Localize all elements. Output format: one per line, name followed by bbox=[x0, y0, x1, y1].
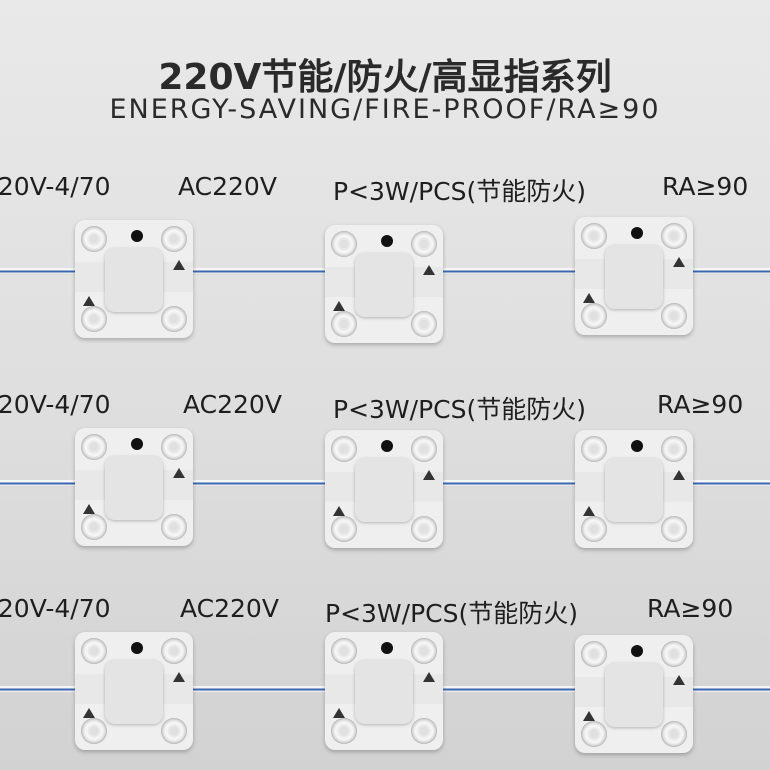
screw-hole-icon bbox=[381, 235, 393, 247]
led-lens-icon bbox=[411, 718, 437, 744]
led-module bbox=[575, 430, 693, 548]
led-lens-icon bbox=[411, 436, 437, 462]
led-lens-icon bbox=[331, 231, 357, 257]
led-lens-icon bbox=[331, 718, 357, 744]
led-lens-icon bbox=[661, 223, 687, 249]
led-lens-icon bbox=[661, 641, 687, 667]
spec-label: RA≥90 bbox=[647, 594, 734, 623]
screw-hole-icon bbox=[631, 645, 643, 657]
led-lens-icon bbox=[331, 436, 357, 462]
warning-triangle-icon bbox=[333, 301, 345, 311]
spec-label: P<3W/PCS(节能防火) bbox=[325, 599, 578, 628]
led-lens-icon bbox=[411, 231, 437, 257]
spec-label: P<3W/PCS(节能防火) bbox=[333, 177, 586, 206]
led-lens-icon bbox=[661, 303, 687, 329]
screw-hole-icon bbox=[131, 230, 143, 242]
screw-hole-icon bbox=[631, 440, 643, 452]
led-module bbox=[75, 632, 193, 750]
spec-label: 220V-4/70 bbox=[0, 594, 111, 623]
led-module bbox=[325, 632, 443, 750]
led-lens-icon bbox=[581, 223, 607, 249]
warning-triangle-icon bbox=[673, 675, 685, 685]
led-lens-icon bbox=[411, 638, 437, 664]
warning-triangle-icon bbox=[83, 504, 95, 514]
led-lens-icon bbox=[581, 516, 607, 542]
screw-hole-icon bbox=[631, 227, 643, 239]
led-lens-icon bbox=[581, 303, 607, 329]
module-cover bbox=[355, 458, 413, 522]
led-lens-icon bbox=[81, 434, 107, 460]
module-cover bbox=[355, 660, 413, 724]
module-cover bbox=[605, 458, 663, 522]
led-lens-icon bbox=[81, 638, 107, 664]
led-lens-icon bbox=[411, 516, 437, 542]
led-lens-icon bbox=[81, 718, 107, 744]
led-module bbox=[575, 635, 693, 753]
module-cover bbox=[605, 245, 663, 309]
led-lens-icon bbox=[81, 306, 107, 332]
led-module bbox=[325, 225, 443, 343]
led-lens-icon bbox=[661, 436, 687, 462]
led-lens-icon bbox=[331, 311, 357, 337]
warning-triangle-icon bbox=[83, 708, 95, 718]
warning-triangle-icon bbox=[423, 470, 435, 480]
warning-triangle-icon bbox=[673, 470, 685, 480]
led-lens-icon bbox=[81, 226, 107, 252]
led-lens-icon bbox=[581, 436, 607, 462]
module-cover bbox=[105, 456, 163, 520]
led-lens-icon bbox=[331, 638, 357, 664]
led-lens-icon bbox=[411, 311, 437, 337]
spec-label: P<3W/PCS(节能防火) bbox=[333, 395, 586, 424]
page-title: 220V节能/防火/高显指系列 bbox=[158, 57, 612, 98]
led-lens-icon bbox=[161, 306, 187, 332]
warning-triangle-icon bbox=[583, 293, 595, 303]
led-lens-icon bbox=[161, 718, 187, 744]
warning-triangle-icon bbox=[83, 296, 95, 306]
led-module bbox=[325, 430, 443, 548]
screw-hole-icon bbox=[381, 642, 393, 654]
led-lens-icon bbox=[661, 516, 687, 542]
warning-triangle-icon bbox=[583, 506, 595, 516]
module-cover bbox=[105, 248, 163, 312]
led-lens-icon bbox=[161, 514, 187, 540]
led-lens-icon bbox=[81, 514, 107, 540]
module-cover bbox=[605, 663, 663, 727]
led-lens-icon bbox=[161, 434, 187, 460]
warning-triangle-icon bbox=[173, 672, 185, 682]
warning-triangle-icon bbox=[583, 711, 595, 721]
spec-label: AC220V bbox=[180, 594, 279, 623]
led-module bbox=[75, 220, 193, 338]
warning-triangle-icon bbox=[173, 260, 185, 270]
spec-label: AC220V bbox=[183, 390, 282, 419]
spec-label: AC220V bbox=[178, 172, 277, 201]
warning-triangle-icon bbox=[423, 265, 435, 275]
screw-hole-icon bbox=[381, 440, 393, 452]
led-lens-icon bbox=[331, 516, 357, 542]
spec-label: 220V-4/70 bbox=[0, 390, 111, 419]
led-lens-icon bbox=[161, 226, 187, 252]
spec-label: 220V-4/70 bbox=[0, 172, 111, 201]
module-cover bbox=[105, 660, 163, 724]
screw-hole-icon bbox=[131, 642, 143, 654]
screw-hole-icon bbox=[131, 438, 143, 450]
led-module bbox=[575, 217, 693, 335]
page-subtitle: ENERGY-SAVING/FIRE-PROOF/RA≥90 bbox=[109, 94, 661, 125]
warning-triangle-icon bbox=[333, 506, 345, 516]
led-module bbox=[75, 428, 193, 546]
module-cover bbox=[355, 253, 413, 317]
warning-triangle-icon bbox=[673, 257, 685, 267]
spec-label: RA≥90 bbox=[657, 390, 744, 419]
warning-triangle-icon bbox=[333, 708, 345, 718]
led-lens-icon bbox=[661, 721, 687, 747]
led-lens-icon bbox=[581, 721, 607, 747]
spec-label: RA≥90 bbox=[662, 172, 749, 201]
warning-triangle-icon bbox=[173, 468, 185, 478]
warning-triangle-icon bbox=[423, 672, 435, 682]
led-lens-icon bbox=[161, 638, 187, 664]
led-lens-icon bbox=[581, 641, 607, 667]
